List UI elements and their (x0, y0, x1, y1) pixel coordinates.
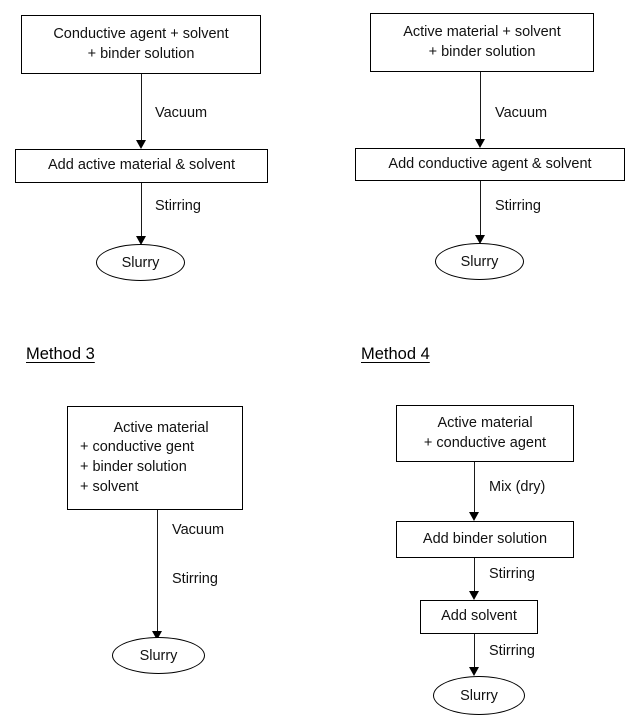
method-4-edge-mix-dry (469, 462, 480, 521)
edge-line (141, 183, 143, 236)
method-2-start-line-2: + binder solution (428, 43, 536, 60)
method-4-label-mix-dry: Mix (dry) (489, 479, 546, 495)
method-2-label-vacuum: Vacuum (495, 105, 548, 121)
method-3-edge-vacuum-stirring (152, 510, 163, 640)
method-1-start-line-1: Conductive agent + solvent (53, 25, 229, 42)
arrowhead-icon (152, 631, 163, 640)
method-2-start-box: Active material + solvent + binder solut… (370, 13, 594, 72)
method-2-edge-stirring (475, 181, 486, 244)
method-4-label-stirring-1: Stirring (489, 566, 535, 582)
method-2-label-stirring: Stirring (495, 198, 541, 214)
method-4-start-line-2: + conductive agent (423, 434, 547, 451)
method-4-start-box: Active material + conductive agent (396, 405, 574, 462)
method-3-start-line-3: + binder solution (80, 459, 187, 475)
edge-line (480, 72, 482, 139)
method-4-solvent-box: Add solvent (420, 600, 538, 634)
method-1-edge-vacuum (136, 74, 147, 149)
method-3-slurry-label: Slurry (139, 647, 178, 664)
arrowhead-icon (469, 512, 480, 521)
method-3-label-vacuum: Vacuum (172, 522, 225, 538)
arrowhead-icon (136, 140, 147, 149)
method-3-start-line-1: Active material (113, 419, 209, 436)
method-4-binder-box: Add binder solution (396, 521, 574, 558)
arrowhead-icon (475, 235, 486, 244)
method-3-start-line-4: + solvent (80, 478, 139, 495)
edge-line (474, 462, 476, 512)
method-4-binder-label: Add binder solution (422, 530, 548, 547)
method-1-slurry-label: Slurry (121, 254, 160, 271)
method-1-add-label: Add active material & solvent (48, 157, 235, 174)
method-4-start-line-1: Active material (437, 414, 533, 431)
method-2-add-label: Add conductive agent & solvent (388, 155, 592, 172)
method-1-label-stirring: Stirring (155, 198, 201, 214)
method-4-label-stirring-2: Stirring (489, 643, 535, 659)
method-4-solvent-label: Add solvent (441, 608, 517, 625)
method-1-edge-stirring (136, 183, 147, 245)
method-2-start-line-1: Active material + solvent (403, 23, 561, 40)
method-2-edge-vacuum (475, 72, 486, 148)
method-2-slurry-ellipse: Slurry (435, 243, 524, 280)
method-1-start-line-2: + binder solution (87, 45, 195, 62)
edge-line (141, 74, 143, 140)
method-2-add-box: Add conductive agent & solvent (355, 148, 625, 181)
edge-line (474, 634, 476, 667)
method-4-edge-stirring-1 (469, 558, 480, 600)
method-4-edge-stirring-2 (469, 634, 480, 676)
method-3-title: Method 3 (26, 345, 95, 363)
method-3-start-line-2: + conductive gent (80, 439, 195, 456)
arrowhead-icon (136, 236, 147, 245)
arrowhead-icon (475, 139, 486, 148)
method-2-slurry-label: Slurry (460, 253, 499, 270)
method-1-add-box: Add active material & solvent (15, 149, 268, 183)
method-4-slurry-ellipse: Slurry (433, 676, 525, 715)
arrowhead-icon (469, 591, 480, 600)
method-3-start-box: Active material + conductive gent + bind… (67, 406, 243, 510)
method-3-label-stirring: Stirring (172, 571, 218, 587)
method-1-slurry-ellipse: Slurry (96, 244, 185, 281)
method-1-start-box: Conductive agent + solvent + binder solu… (21, 15, 261, 74)
method-1-label-vacuum: Vacuum (155, 105, 208, 121)
edge-line (474, 558, 476, 591)
edge-line (480, 181, 482, 235)
edge-line (157, 510, 159, 631)
method-4-title: Method 4 (361, 345, 430, 363)
method-3-slurry-ellipse: Slurry (112, 637, 205, 674)
method-4-slurry-label: Slurry (460, 687, 498, 704)
arrowhead-icon (469, 667, 480, 676)
